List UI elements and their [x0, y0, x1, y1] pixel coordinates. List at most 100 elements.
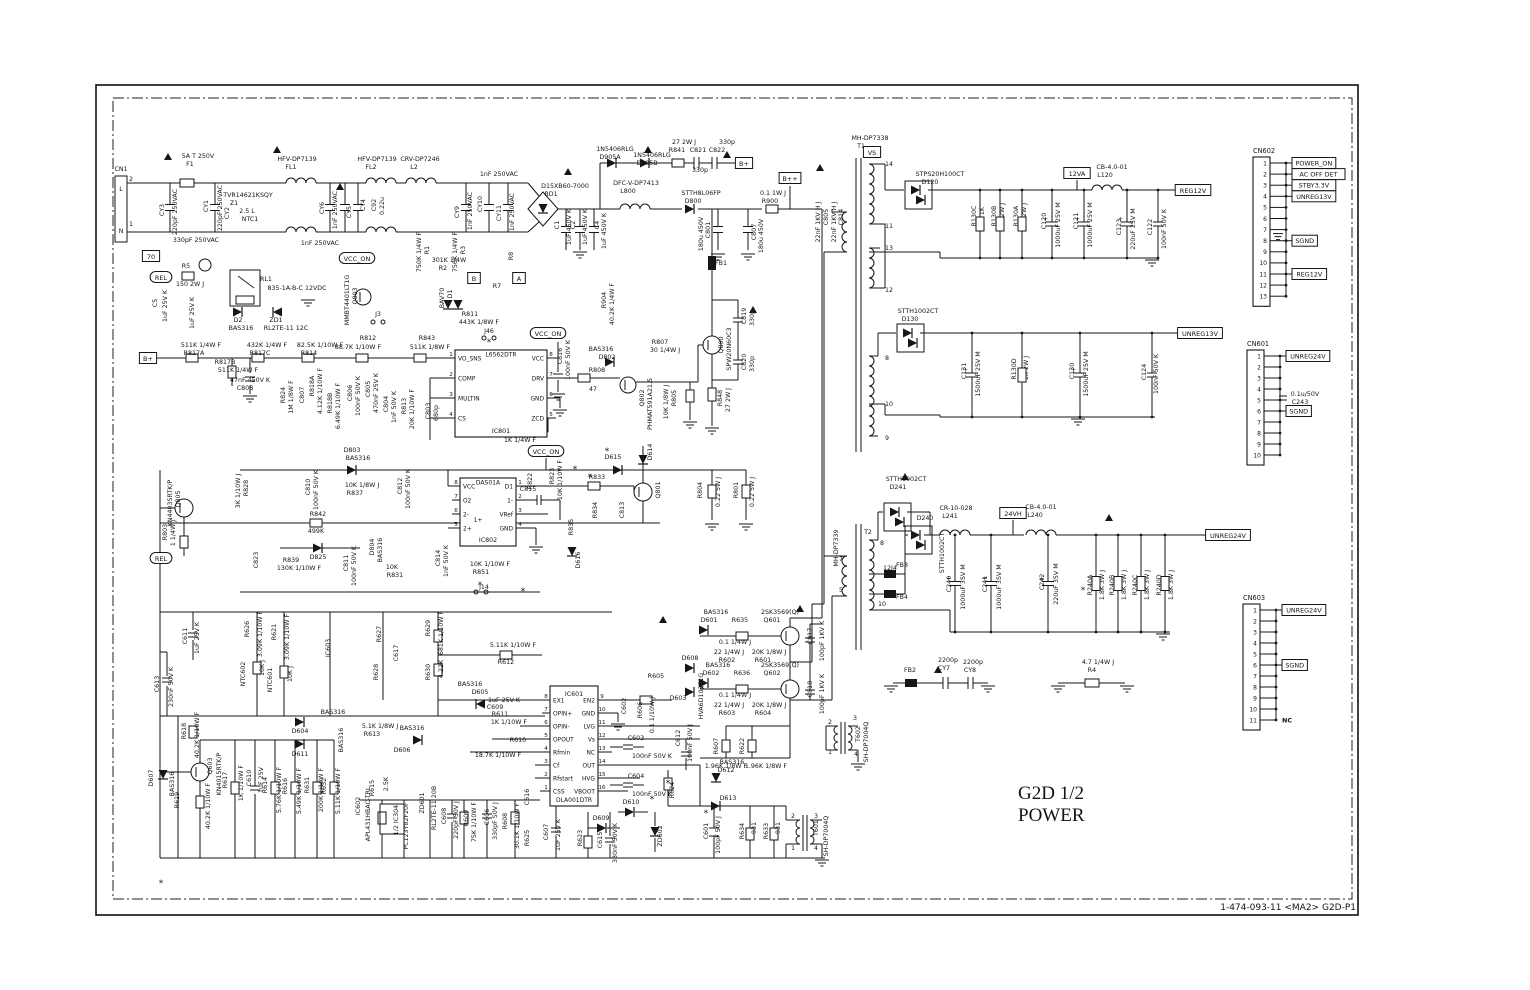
component-label: R631	[304, 777, 311, 793]
component-label: D612	[718, 767, 735, 774]
component-label: 22 1/4W J	[714, 649, 744, 656]
connector-pin-number: 4	[1257, 386, 1261, 393]
component-label: SH-DP7004Q	[823, 816, 830, 857]
component-label: D803	[344, 447, 361, 454]
connector-reference: CN602	[1253, 147, 1275, 155]
component-label: R818A	[309, 375, 316, 396]
component-label: 835-1A-B-C 12VDC	[267, 285, 327, 292]
component-label: C807	[751, 224, 758, 240]
component-label: R633	[763, 823, 770, 839]
component-label: 1.8K 3W J	[1099, 570, 1106, 600]
component-label: 4.22K	[438, 659, 445, 678]
component-label: 2	[828, 719, 832, 726]
component-label: D616	[575, 552, 582, 569]
diode-symbol	[313, 543, 323, 553]
component-label: R609	[463, 810, 470, 826]
component-label: 180u 450V	[758, 218, 765, 253]
component-label: C1	[554, 221, 561, 229]
component-label: Q802	[639, 390, 646, 407]
component-label: *	[704, 809, 709, 819]
rail-components: +++	[975, 188, 1163, 267]
ic-pin-number: 10	[598, 707, 606, 713]
inductor-symbol	[365, 177, 397, 184]
component-label: C92	[371, 199, 378, 211]
ic-pin-name: 2+	[463, 526, 472, 532]
ic-pin-name: VRef	[499, 512, 513, 518]
component-label: 100nF 50V K	[632, 753, 673, 760]
component-label: C612	[675, 730, 682, 746]
inductor-symbol	[365, 226, 397, 233]
connector-signal-label: SGND	[1295, 237, 1314, 245]
component-label: C607	[543, 824, 550, 840]
component-label: J46	[483, 328, 494, 335]
component-label: 180u 450V	[698, 216, 705, 251]
component-label: R615	[369, 780, 376, 796]
net-label-b: B	[467, 272, 481, 284]
ic-pin-number: 9	[600, 694, 604, 700]
component-label: C819	[741, 308, 748, 324]
diode-symbol	[597, 823, 607, 833]
component-label: 40.2K 1/10W F	[194, 712, 201, 759]
filter-capacitor	[575, 209, 585, 250]
component-label: D604	[292, 728, 309, 735]
connector-signal-label: POWER_ON	[1296, 160, 1333, 168]
component-label: *	[159, 879, 164, 889]
component-label: 680p	[433, 405, 440, 421]
component-label: 40.2K 1/4W F	[609, 283, 616, 326]
component-label: ZD1	[269, 317, 282, 324]
component-label: R817A	[184, 350, 205, 357]
component-label: C812	[397, 478, 404, 494]
connector-pin-number: 13	[1259, 294, 1267, 301]
component-label: 75K 1/10W F	[471, 802, 478, 843]
component-label: C803	[425, 403, 432, 419]
component-label: 1uF 25V K	[555, 818, 562, 851]
component-label: D607	[148, 770, 155, 787]
component-label: 432K 1/4W F	[247, 342, 288, 349]
component-label: 1nF 50V K	[391, 390, 398, 423]
component-label: R803	[162, 524, 169, 540]
component-label: 750K 1/4W F	[416, 232, 423, 273]
component-label: CY6	[319, 202, 326, 214]
component-label: R626	[244, 621, 251, 637]
ic-pin-name: EX1	[553, 698, 565, 704]
connector-pin-number: 6	[1263, 216, 1267, 223]
component-label: D2	[234, 317, 243, 324]
component-label: R801	[733, 482, 740, 498]
component-label: R8	[508, 252, 515, 260]
component-label: R817B	[215, 359, 236, 366]
ic-pin-name: 2-	[463, 512, 469, 518]
component-label: 4	[854, 751, 858, 758]
net-label-12va: 12VA	[1063, 167, 1091, 179]
component-label: *	[1081, 586, 1086, 596]
component-label: F1	[186, 161, 194, 168]
component-label: T2	[863, 529, 872, 536]
component-label: C615	[597, 832, 604, 848]
ic-pin-number: 12	[598, 733, 605, 739]
component-label: J14	[478, 584, 489, 591]
diode-symbol	[625, 807, 635, 817]
component-label: 1.8K 3W J	[1144, 570, 1151, 600]
component-label: SPW20N60C3	[726, 327, 733, 370]
ic-pin-name: GND	[499, 526, 513, 532]
component-label: STTH1002CT	[886, 476, 927, 483]
component-label: Q602	[764, 670, 781, 677]
filter-capacitor	[561, 209, 571, 250]
rail-components: +++	[946, 533, 1170, 641]
filter-capacitor	[743, 209, 753, 250]
component-label: STPS20H100CT	[916, 171, 965, 178]
net-label-text: B+	[143, 355, 153, 363]
component-label: 100nF 50V K	[565, 339, 572, 380]
ic-pin-name: VO_SNS	[458, 356, 482, 362]
ic-pin-number: 1	[544, 785, 548, 791]
component-label: R603	[719, 710, 735, 717]
net-label-b-: B+	[734, 157, 754, 169]
component-label: R3	[460, 246, 467, 254]
connector-pin-number: 2	[1263, 171, 1267, 178]
ic-pin-name: Rfmin	[553, 750, 571, 756]
net-label-vcc-on: VCC_ON	[529, 327, 567, 339]
component-label: MH-DP7339	[833, 529, 840, 566]
component-label: C814	[838, 209, 845, 225]
component-label: R904	[601, 292, 608, 308]
component-label: 1500uF 25V M	[975, 351, 982, 396]
